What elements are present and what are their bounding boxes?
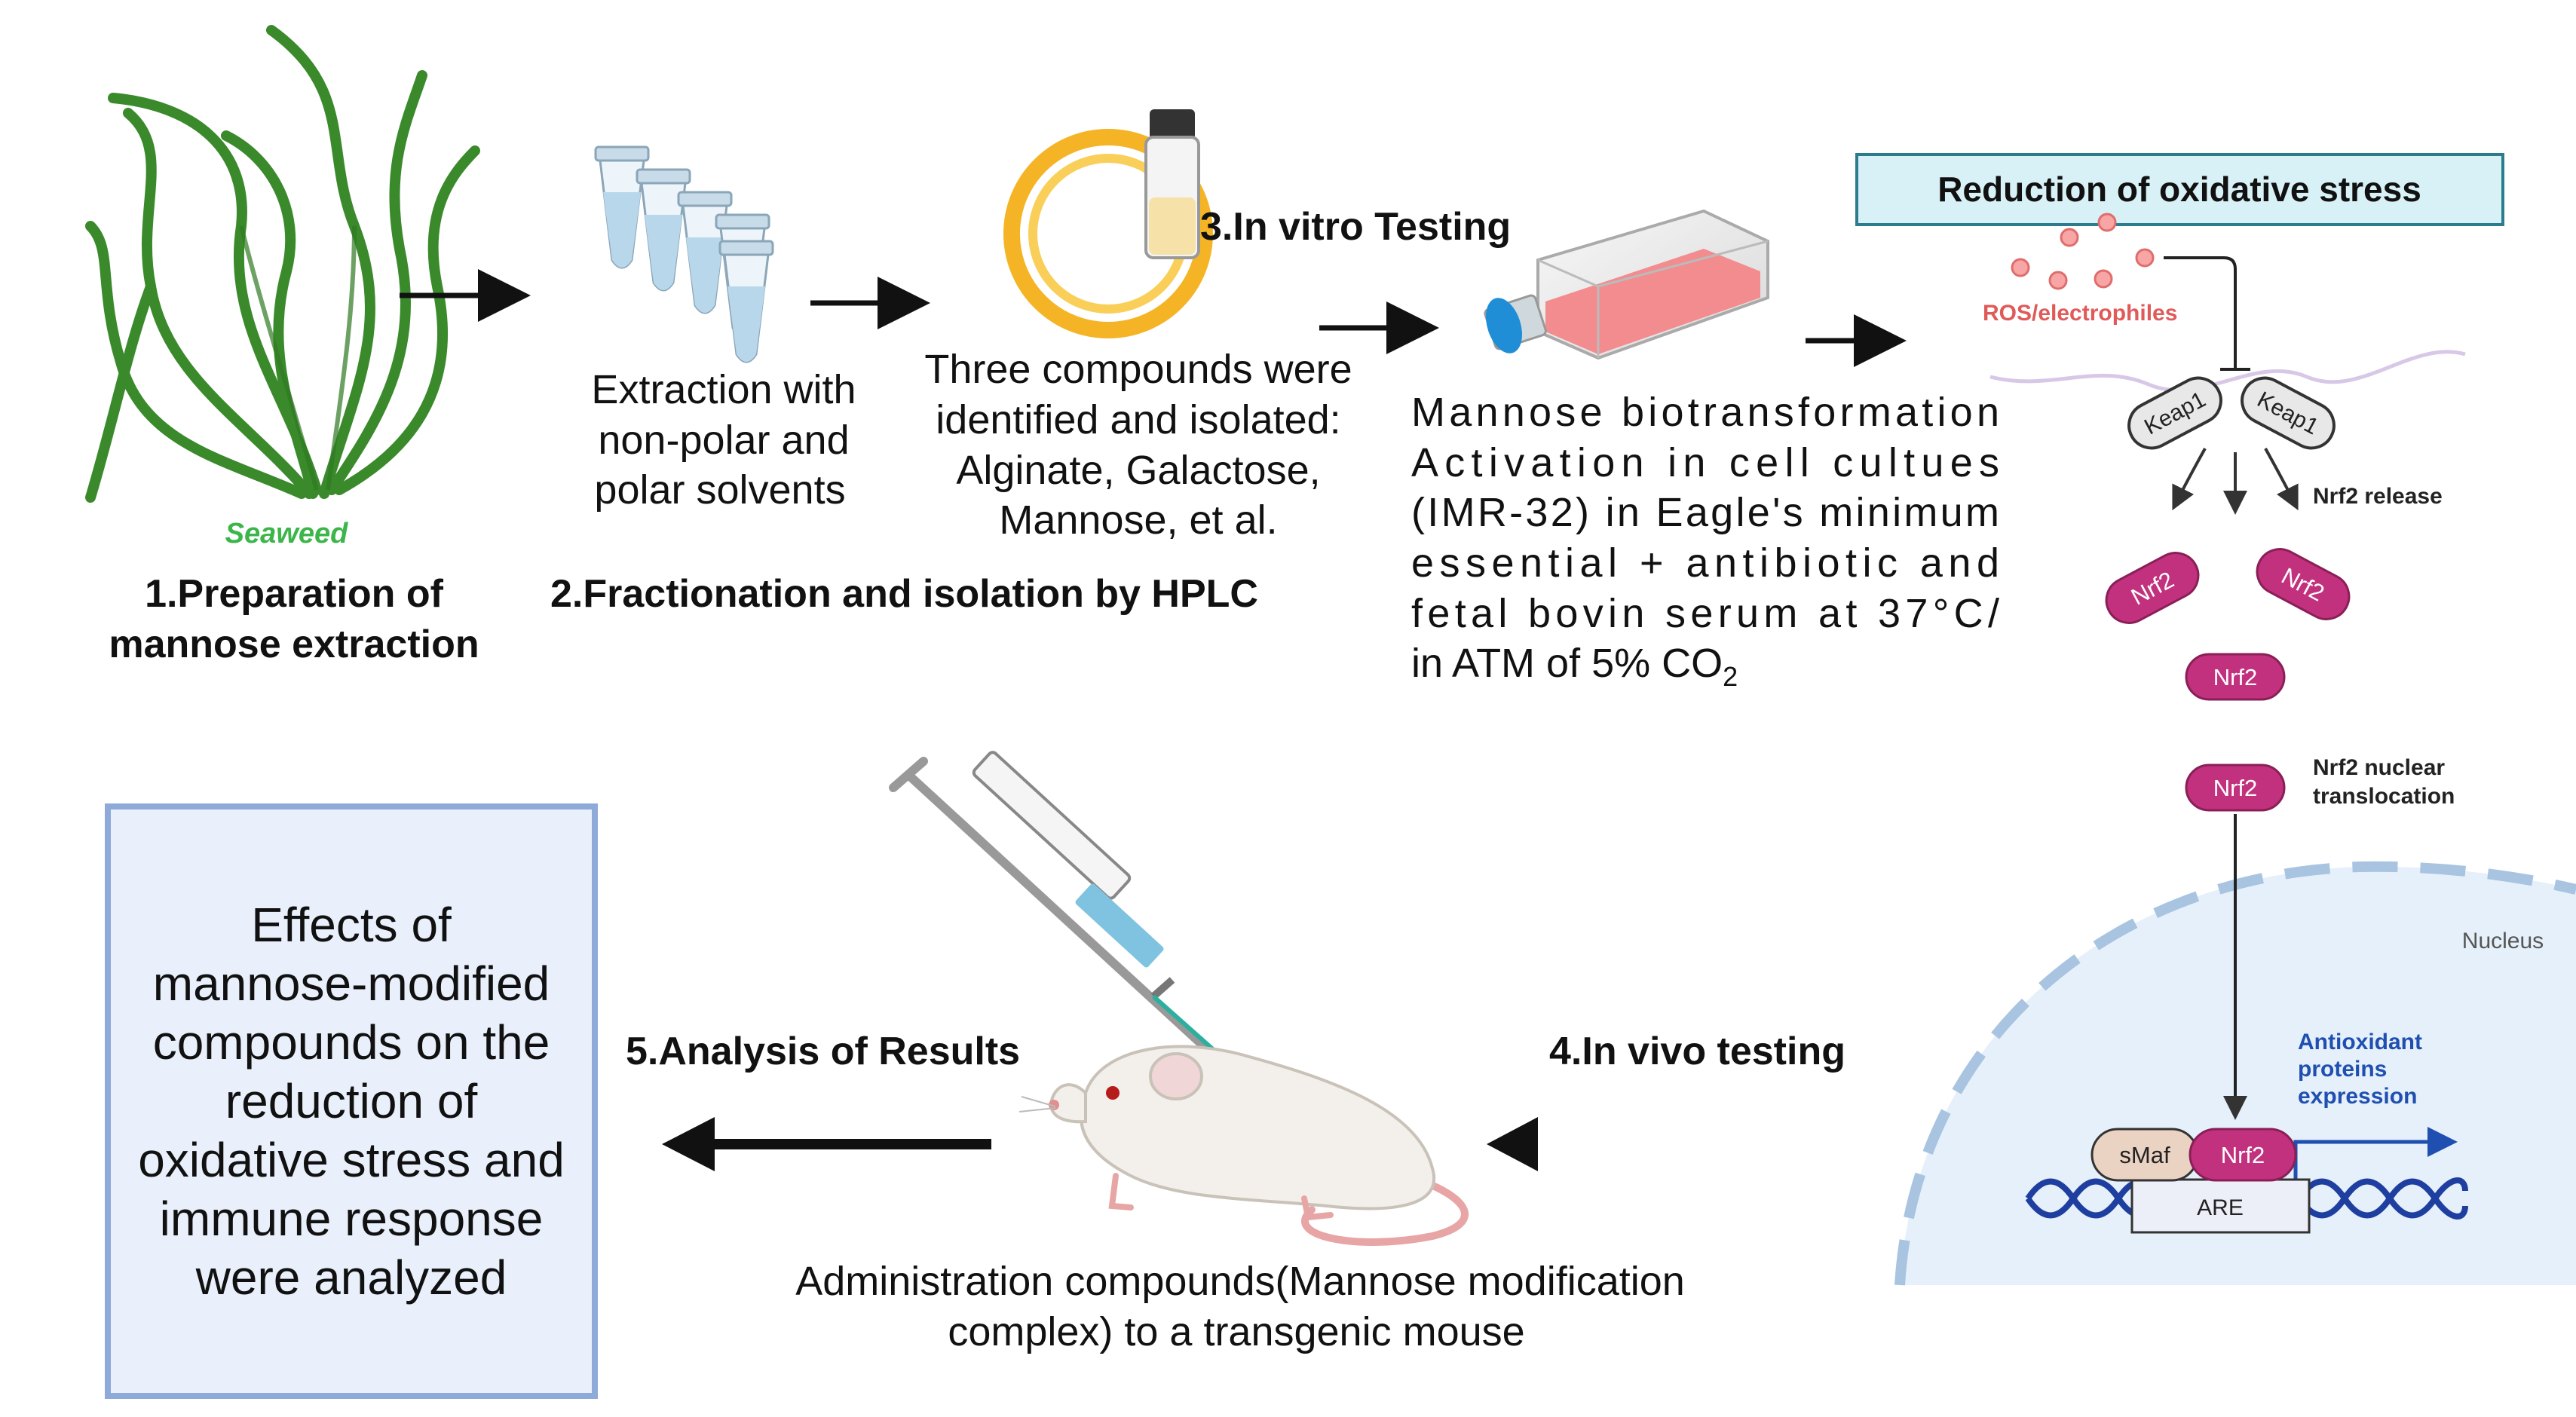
extraction-line1: Extraction with <box>591 367 856 412</box>
pathway-title-box <box>1855 153 2504 226</box>
nrf2-pill-left: Nrf2 <box>2105 552 2200 624</box>
seaweed-icon <box>85 25 480 503</box>
step5-label: 5.Analysis of Results <box>626 1030 1020 1073</box>
expression-arrow <box>2293 1127 2458 1180</box>
arrow-mouse-to-results-head <box>662 1117 715 1171</box>
step1-label-line1: 1.Preparation of <box>145 572 444 616</box>
nrf2-pill-translocating: Nrf2 <box>2185 764 2286 812</box>
are-box <box>2130 1178 2311 1234</box>
compounds-line1: Three compounds were <box>924 347 1352 392</box>
results-text: Effects of mannose-modified compounds on… <box>138 898 565 1305</box>
step1-label-line2: mannose extraction <box>109 623 479 666</box>
nrf2-nuclear-line1: Nrf2 nuclear <box>2313 755 2445 780</box>
release-arrow-left <box>2172 448 2207 511</box>
results-box: Effects of mannose-modified compounds on… <box>105 803 598 1399</box>
nucleus-envelope <box>1894 861 2576 1286</box>
smaf-label: sMaf <box>2119 1142 2170 1168</box>
nrf2-release-label: Nrf2 release <box>2313 484 2443 509</box>
desc-line2: Activation in cell cultues <box>1411 440 1999 485</box>
nrf2-bound-label: Nrf2 <box>2221 1142 2265 1168</box>
nrf2-translocating-label: Nrf2 <box>2213 775 2258 801</box>
syringe-icon <box>889 751 1275 1103</box>
admin-line1: Administration compounds(Mannose modific… <box>795 1259 1685 1304</box>
vial-icon <box>1144 109 1200 259</box>
ros-inhibition-line <box>2164 256 2237 369</box>
ros-dots <box>2011 213 2155 290</box>
nucleus-label: Nucleus <box>2462 929 2544 953</box>
compounds-line2: identified and isolated: <box>936 397 1340 442</box>
admin-line2: complex) to a transgenic mouse <box>948 1309 1524 1354</box>
centrifuge-tubes-icon <box>594 145 774 363</box>
nrf2-nuclear-line2: translocation <box>2313 784 2455 809</box>
step3-description: Mannose biotransformation Activation in … <box>1411 390 1999 692</box>
step4-label: 4.In vivo testing <box>1549 1030 1845 1073</box>
antioxidant-line2: proteins <box>2298 1057 2387 1082</box>
compounds-line3: Alginate, Galactose, <box>956 448 1320 493</box>
pathway-panel: Reduction of oxidative stress ROS/electr… <box>1855 153 2576 1286</box>
are-label: ARE <box>2197 1195 2244 1220</box>
culture-flask-icon <box>1484 209 1769 360</box>
step2-label: 2.Fractionation and isolation by HPLC <box>550 572 1258 616</box>
keap1-left: Keap1 <box>2127 376 2222 450</box>
seaweed-caption: Seaweed <box>225 518 348 549</box>
step3-label: 3.In vitro Testing <box>1200 205 1511 249</box>
desc-line4: essential + antibiotic and <box>1411 540 1999 586</box>
desc-line6: in ATM of 5% CO2 <box>1411 641 1738 692</box>
pathway-title: Reduction of oxidative stress <box>1937 170 2421 209</box>
desc-subscript: 2 <box>1723 661 1738 692</box>
mouse-icon <box>1018 1045 1469 1246</box>
compounds-line4: Mannose, et al. <box>999 497 1277 543</box>
desc-line5: fetal bovin serum at 37°C/ <box>1411 591 1999 636</box>
nrf2-center-label: Nrf2 <box>2213 664 2258 690</box>
membrane-wave <box>1989 350 2466 393</box>
release-arrow-right <box>2264 448 2299 511</box>
extraction-line2: non-polar and <box>598 418 849 463</box>
antioxidant-line3: expression <box>2298 1084 2417 1109</box>
arrow-pathway-to-mouse-head <box>1487 1117 1538 1171</box>
antioxidant-line1: Antioxidant <box>2298 1030 2422 1054</box>
smaf-pill: sMaf <box>2091 1128 2199 1182</box>
nrf2-pill-center: Nrf2 <box>2185 653 2286 701</box>
nrf2-pill-right: Nrf2 <box>2256 548 2351 620</box>
ros-label: ROS/electrophiles <box>1983 301 2177 326</box>
extraction-line3: polar solvents <box>594 467 845 513</box>
desc-line3: (IMR-32) in Eagle's minimum <box>1411 490 1999 535</box>
desc-line6-main: in ATM of 5% CO <box>1411 641 1723 686</box>
nrf2-pill-bound: Nrf2 <box>2189 1128 2297 1182</box>
desc-line1: Mannose biotransformation <box>1411 390 1999 435</box>
liposome-icon <box>1003 129 1213 338</box>
